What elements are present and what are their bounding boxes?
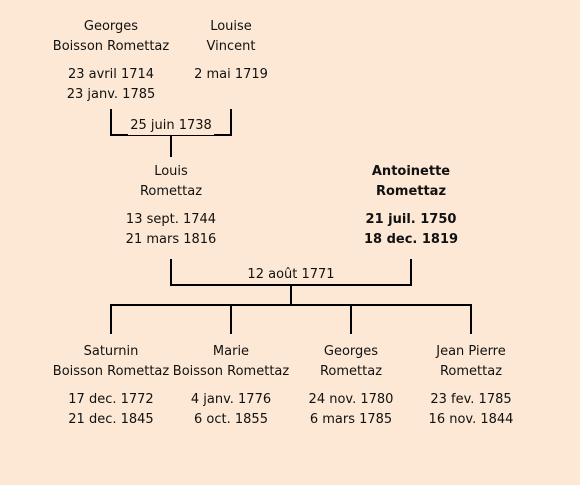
person-dates: 13 sept. 1744 21 mars 1816: [96, 210, 246, 250]
person-last-name: Boisson Romettaz: [52, 364, 170, 379]
birth-date: 2 mai 1719: [194, 67, 268, 82]
person-first-name: Saturnin: [83, 344, 139, 359]
death-date: 23 janv. 1785: [66, 87, 156, 102]
birth-date: 21 juil. 1750: [365, 212, 457, 227]
birth-date: 23 avril 1714: [67, 67, 155, 82]
death-date: 21 dec. 1845: [68, 412, 154, 427]
person-first-name: Louis: [154, 164, 188, 179]
person-first-name: Antoinette: [371, 164, 451, 179]
person-dates: 17 dec. 1772 21 dec. 1845: [36, 390, 186, 430]
death-date: 6 oct. 1855: [194, 412, 268, 427]
grandparents-marriage-date: 25 juin 1738: [128, 117, 214, 135]
person-louise-vincent: Louise Vincent 2 mai 1719: [156, 17, 306, 85]
person-last-name: Vincent: [206, 39, 256, 54]
person-jean-pierre-romettaz: Jean Pierre Romettaz 23 fev. 1785 16 nov…: [396, 342, 546, 430]
parents-marriage-date: 12 août 1771: [246, 266, 336, 284]
person-first-name: Georges: [83, 19, 139, 34]
person-last-name: Romettaz: [439, 364, 503, 379]
person-last-name: Romettaz: [375, 184, 447, 199]
person-antoinette-romettaz: Antoinette Romettaz 21 juil. 1750 18 dec…: [336, 162, 486, 250]
person-first-name: Louise: [210, 19, 252, 34]
person-first-name: Jean Pierre: [436, 344, 506, 359]
person-louis-romettaz: Louis Romettaz 13 sept. 1744 21 mars 181…: [96, 162, 246, 250]
death-date: 16 nov. 1844: [428, 412, 514, 427]
birth-date: 4 janv. 1776: [190, 392, 272, 407]
death-date: 18 dec. 1819: [363, 232, 459, 247]
death-date: 6 mars 1785: [309, 412, 393, 427]
birth-date: 17 dec. 1772: [68, 392, 154, 407]
person-dates: 23 fev. 1785 16 nov. 1844: [396, 390, 546, 430]
person-dates: 2 mai 1719: [156, 65, 306, 85]
person-georges-romettaz: Georges Romettaz 24 nov. 1780 6 mars 178…: [276, 342, 426, 430]
person-last-name: Romettaz: [139, 184, 203, 199]
person-first-name: Marie: [212, 344, 250, 359]
person-last-name: Boisson Romettaz: [172, 364, 290, 379]
birth-date: 23 fev. 1785: [430, 392, 512, 407]
birth-date: 24 nov. 1780: [308, 392, 394, 407]
person-dates: 4 janv. 1776 6 oct. 1855: [156, 390, 306, 430]
person-marie-boisson-romettaz: Marie Boisson Romettaz 4 janv. 1776 6 oc…: [156, 342, 306, 430]
person-last-name: Boisson Romettaz: [52, 39, 170, 54]
birth-date: 13 sept. 1744: [125, 212, 217, 227]
death-date: 21 mars 1816: [125, 232, 217, 247]
person-last-name: Romettaz: [319, 364, 383, 379]
person-georges-boisson-romettaz: Georges Boisson Romettaz 23 avril 1714 2…: [36, 17, 186, 105]
person-first-name: Georges: [323, 344, 379, 359]
person-dates: 21 juil. 1750 18 dec. 1819: [336, 210, 486, 250]
person-saturnin-boisson-romettaz: Saturnin Boisson Romettaz 17 dec. 1772 2…: [36, 342, 186, 430]
person-dates: 24 nov. 1780 6 mars 1785: [276, 390, 426, 430]
person-dates: 23 avril 1714 23 janv. 1785: [36, 65, 186, 105]
